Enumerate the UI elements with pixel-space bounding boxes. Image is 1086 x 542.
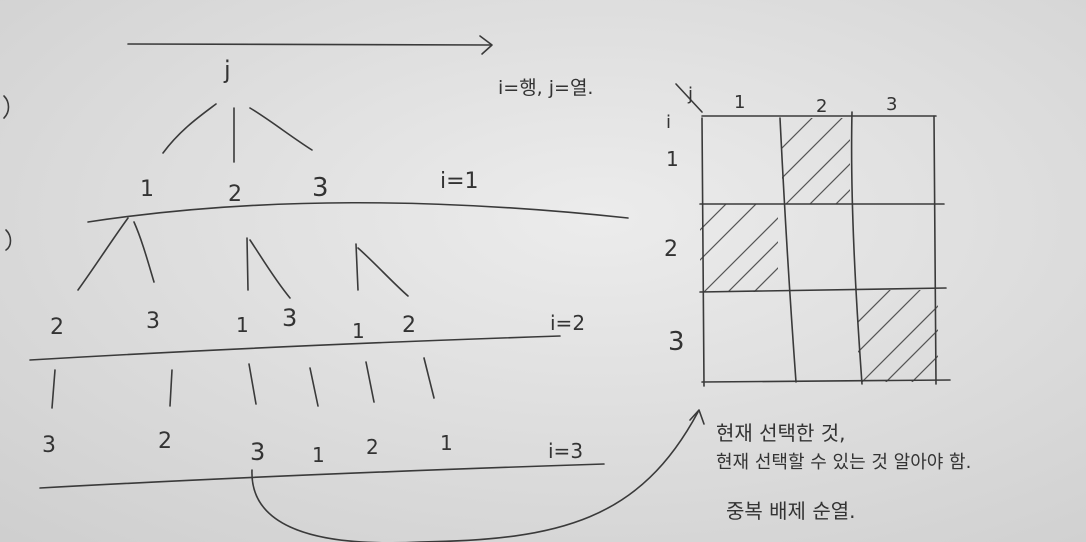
level3-node: 2: [366, 435, 379, 459]
level3-node: 2: [158, 429, 172, 454]
level3-branches: [51, 357, 435, 409]
level1-node: 2: [228, 182, 242, 207]
shaded-cell-2-1: [700, 204, 778, 292]
level3-nodes: 3 2 3 1 2 1: [42, 429, 453, 467]
row-header: 2: [664, 237, 678, 262]
level1-node: 3: [312, 173, 329, 203]
grid-corner-i: i: [666, 112, 671, 133]
note-line: 현재 선택할 수 있는 것 알아야 함.: [716, 452, 971, 473]
level3-label: i=3: [548, 439, 583, 463]
row-header: 1: [666, 147, 679, 171]
level2-divider: [29, 335, 561, 361]
level1-label: i=1: [440, 169, 479, 194]
level3-node: 3: [42, 433, 56, 458]
level2-node: 1: [236, 313, 249, 337]
level3-node: 1: [440, 431, 453, 455]
level2-node: 2: [50, 315, 64, 340]
level2-branches: [77, 217, 409, 299]
column-header: 1: [734, 92, 745, 113]
shaded-cell-3-3: [858, 290, 938, 382]
note-line: 중복 배제 순열.: [726, 499, 855, 523]
tree-root-label: j: [223, 56, 231, 84]
note-top: i=행, j=열.: [498, 77, 593, 99]
level3-node: 1: [312, 443, 325, 467]
grid-row-headers: 1 2 3: [664, 147, 685, 357]
shaded-cell-1-2: [782, 118, 850, 204]
top-arrow: [127, 35, 493, 55]
level3-divider: [39, 463, 605, 489]
row-header: 3: [668, 327, 685, 357]
grid-corner-j: j: [687, 84, 693, 105]
level1-divider: [87, 201, 629, 223]
margin-marks: [3, 95, 12, 251]
note-line: 현재 선택한 것,: [716, 421, 845, 445]
root-branches: [162, 103, 313, 163]
level2-node: 3: [282, 304, 297, 332]
level2-node: 1: [352, 319, 365, 343]
level2-nodes: 2 3 1 3 1 2: [50, 304, 416, 343]
level2-node: 2: [402, 313, 416, 338]
level3-node: 3: [250, 438, 265, 466]
grid-column-headers: 1 2 3: [734, 92, 897, 117]
level2-label: i=2: [550, 311, 585, 335]
permutation-grid: [675, 83, 951, 387]
column-header: 3: [886, 94, 897, 115]
level1-nodes: 1 2 3: [140, 173, 329, 207]
notes: 현재 선택한 것, 현재 선택할 수 있는 것 알아야 함. 중복 배제 순열.: [716, 421, 971, 523]
level2-node: 3: [146, 309, 160, 334]
column-header: 2: [816, 96, 827, 117]
level1-node: 1: [140, 177, 154, 202]
